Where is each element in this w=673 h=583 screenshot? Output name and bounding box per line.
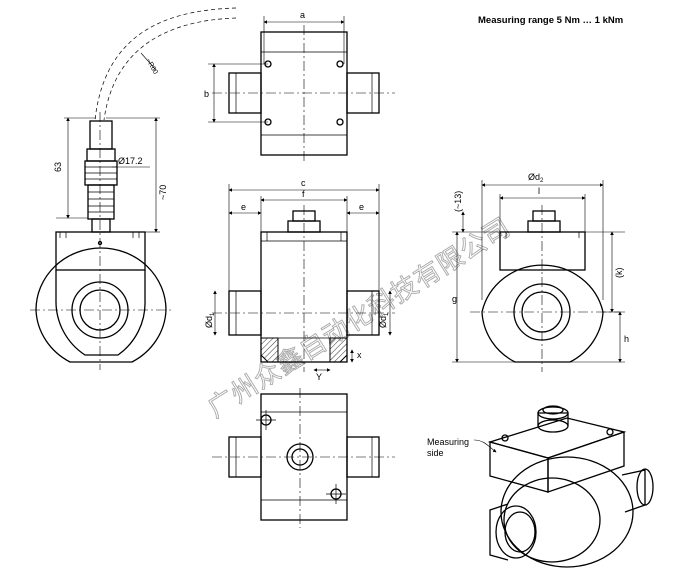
measuring-side-annotation: Measuring side [427,437,497,458]
front-view: c f e e Ød1 Ød1 [204,178,395,382]
isometric-view [487,405,654,568]
dim-g-label: g [452,294,457,304]
d1-left-label: Ød1 [204,312,216,328]
measuring-label-line2: side [427,448,444,458]
minus13-label: (~13) [453,191,463,212]
r60-label: ~R60 [144,58,159,76]
right-side-view: Ød2 l (~13) g (k) h [452,172,629,372]
dim-a-label: a [300,10,305,20]
watermark-text: 广州众鑫自动化科技有限公司 [203,212,517,423]
d1-right-label: Ød1 [378,312,390,328]
dim-h-label: h [624,334,629,344]
dim-c-label: c [301,178,306,188]
dim-e-left-label: e [241,202,246,212]
top-view: a b [204,10,395,162]
len63-label: 63 [53,162,63,172]
dim-k-label: (k) [614,268,624,279]
bottom-view [212,388,395,528]
d172-label: Ø17.2 [118,156,143,166]
dim-b-label: b [204,89,209,99]
len70-label: ~70 [158,185,168,200]
measuring-label-line1: Measuring [427,437,469,447]
dim-y-label: Y [316,372,322,382]
dim-x-label: x [357,350,362,360]
d2-label: Ød2 [528,172,544,184]
dim-l-label: l [538,186,540,196]
dim-e-right-label: e [359,202,364,212]
side-view-with-cable: ~R60 63 ~70 Ø17.2 [30,7,237,370]
dim-f-label: f [302,189,305,199]
measuring-range-title: Measuring range 5 Nm … 1 kNm [478,15,623,26]
